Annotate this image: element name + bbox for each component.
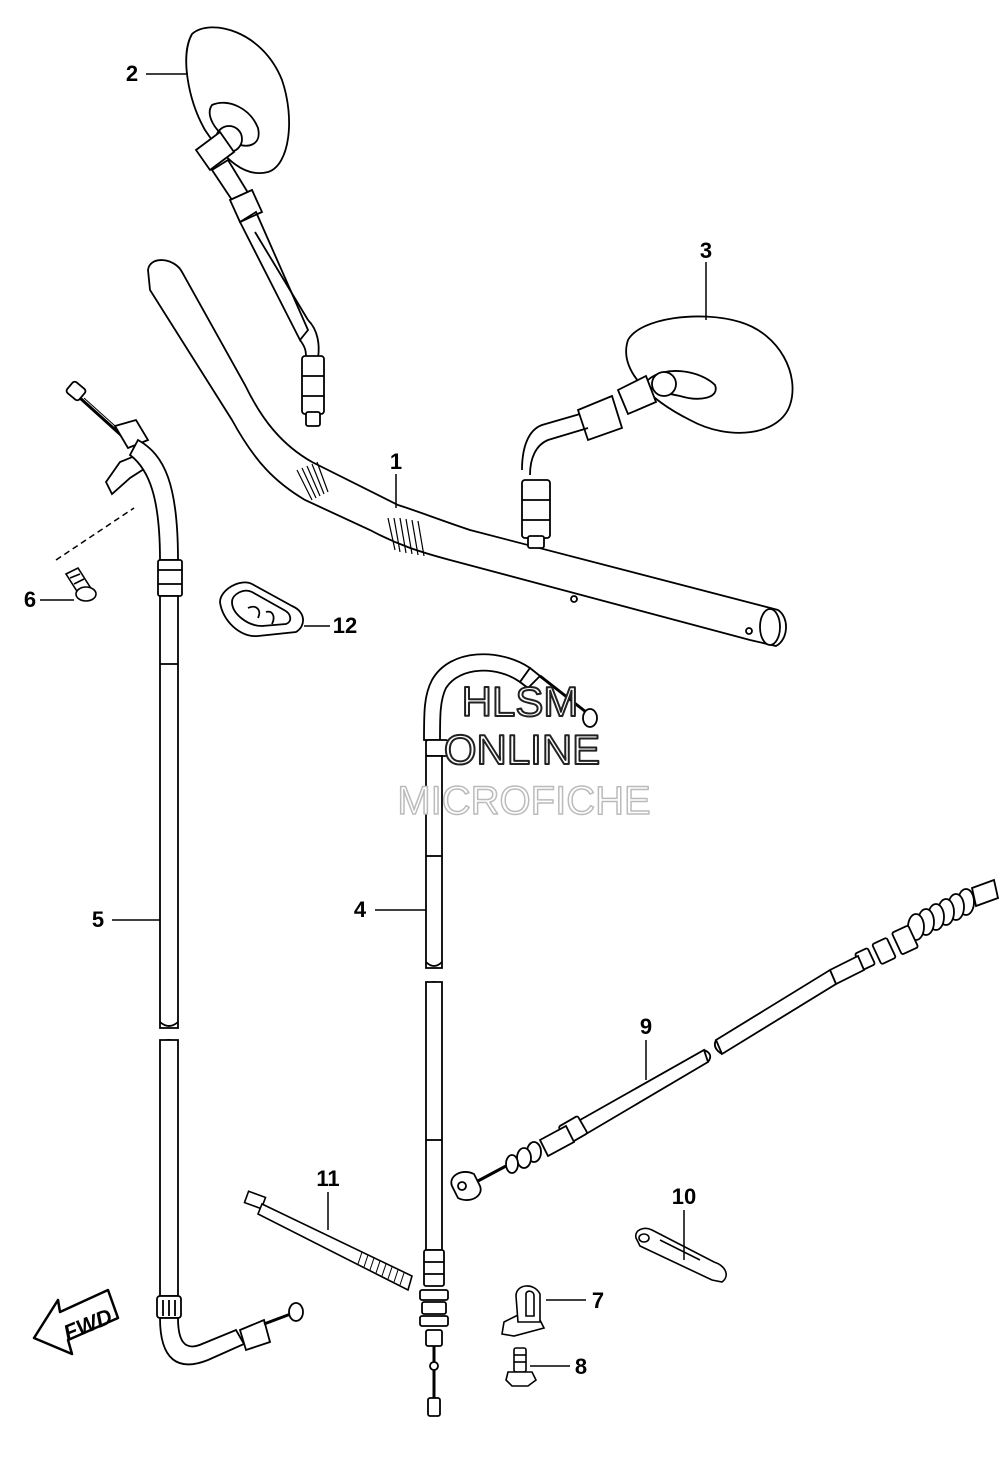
callout-12: 12 xyxy=(333,613,357,638)
part-11-cable-tie[interactable] xyxy=(243,1190,413,1292)
callout-3: 3 xyxy=(700,238,712,263)
watermark: HLSM ONLINE MICROFICHE xyxy=(397,677,652,824)
part-1-handlebar[interactable] xyxy=(147,259,787,647)
callout-5: 5 xyxy=(92,907,104,932)
callout-9: 9 xyxy=(640,1014,652,1039)
part-4-cable[interactable] xyxy=(419,653,598,1417)
part-3-right-mirror[interactable] xyxy=(521,315,794,549)
watermark-line-2: ONLINE xyxy=(444,726,600,773)
callout-11: 11 xyxy=(316,1166,339,1191)
callout-1: 1 xyxy=(390,449,402,474)
part-5-cable[interactable] xyxy=(65,380,304,1366)
callout-4: 4 xyxy=(354,897,367,922)
fwd-arrow-icon xyxy=(32,1288,120,1356)
handlebar-knurled-band-left xyxy=(296,461,329,501)
part-6-screw[interactable] xyxy=(64,566,97,602)
part-12-clamp[interactable] xyxy=(219,581,304,637)
leader-lines xyxy=(40,73,707,1367)
part-9-cable[interactable] xyxy=(450,878,1000,1201)
callout-6: 6 xyxy=(24,587,36,612)
handlebar-knurled-band-right xyxy=(387,517,425,557)
callout-8: 8 xyxy=(575,1354,587,1379)
part-10-bracket[interactable] xyxy=(634,1227,727,1283)
part-7-clip[interactable] xyxy=(501,1285,546,1337)
callout-7: 7 xyxy=(592,1288,604,1313)
part-2-left-mirror[interactable] xyxy=(185,26,325,427)
callout-10: 10 xyxy=(672,1184,696,1209)
callout-2: 2 xyxy=(126,61,138,86)
watermark-line-1: HLSM xyxy=(462,678,579,725)
fwd-direction-badge: FWD xyxy=(32,1288,120,1356)
watermark-line-3: MICROFICHE xyxy=(397,779,650,823)
part-8-bolt[interactable] xyxy=(505,1347,538,1387)
callout-labels: 2 1 3 4 5 6 7 8 9 10 11 12 xyxy=(24,61,712,1379)
